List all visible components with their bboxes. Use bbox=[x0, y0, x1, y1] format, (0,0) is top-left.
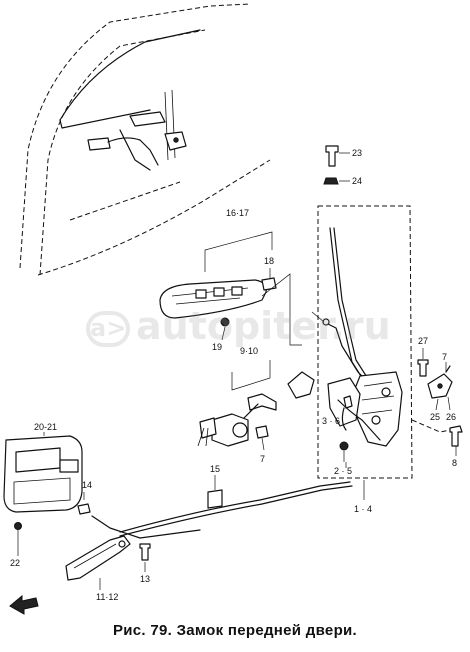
outside-door-handle bbox=[159, 279, 267, 319]
callout-25: 25 bbox=[430, 412, 440, 422]
part-15-cable-clip bbox=[207, 475, 223, 509]
callout-7-left: 7 bbox=[260, 454, 265, 464]
callout-15: 15 bbox=[210, 464, 220, 474]
part-8-bolt bbox=[411, 419, 463, 456]
part-18-clip bbox=[261, 268, 302, 346]
inside-handle-escutcheon bbox=[3, 432, 83, 513]
callout-2-5: 2 · 5 bbox=[334, 466, 352, 476]
callout-11-12: 11·12 bbox=[96, 592, 118, 602]
callout-20-21: 20-21 bbox=[34, 422, 57, 432]
part-3-6 bbox=[343, 395, 353, 409]
part-19-nut bbox=[220, 317, 230, 341]
callout-23: 23 bbox=[352, 148, 362, 158]
lock-assembly-boundary bbox=[317, 205, 413, 479]
key-cylinder bbox=[197, 360, 277, 451]
callout-8: 8 bbox=[452, 458, 457, 468]
callout-7-right: 7 bbox=[442, 352, 447, 362]
door-latch-assembly bbox=[327, 371, 403, 447]
part-27-screw bbox=[417, 348, 429, 377]
inside-door-handle bbox=[65, 535, 131, 590]
release-cable bbox=[91, 481, 353, 539]
callout-27: 27 bbox=[418, 336, 428, 346]
part-23-bolt bbox=[325, 145, 350, 167]
lock-rods bbox=[311, 227, 377, 391]
part-2-5-screw bbox=[339, 441, 349, 462]
callout-22: 22 bbox=[10, 558, 20, 568]
front-arrow-icon bbox=[9, 594, 39, 615]
door-outline bbox=[19, 3, 271, 276]
callout-24: 24 bbox=[352, 176, 362, 186]
part-22-screw bbox=[14, 522, 22, 556]
part-25-26-striker bbox=[287, 362, 453, 411]
part-24-clip bbox=[323, 177, 350, 185]
callout-9-10: 9·10 bbox=[240, 346, 258, 356]
callout-14: 14 bbox=[82, 480, 92, 490]
callout-1-4: 1 · 4 bbox=[354, 504, 372, 514]
callout-13: 13 bbox=[140, 574, 150, 584]
part-13-screw bbox=[139, 543, 151, 572]
figure-caption: Рис. 79. Замок передней двери. bbox=[112, 622, 358, 639]
callout-3-6: 3 · 6 bbox=[322, 416, 340, 426]
bracket-16-17 bbox=[204, 231, 273, 272]
callout-19: 19 bbox=[212, 342, 222, 352]
callout-26: 26 bbox=[446, 412, 456, 422]
callout-16-17: 16·17 bbox=[226, 208, 249, 218]
part-14-clip bbox=[77, 492, 91, 515]
callout-18: 18 bbox=[264, 256, 274, 266]
